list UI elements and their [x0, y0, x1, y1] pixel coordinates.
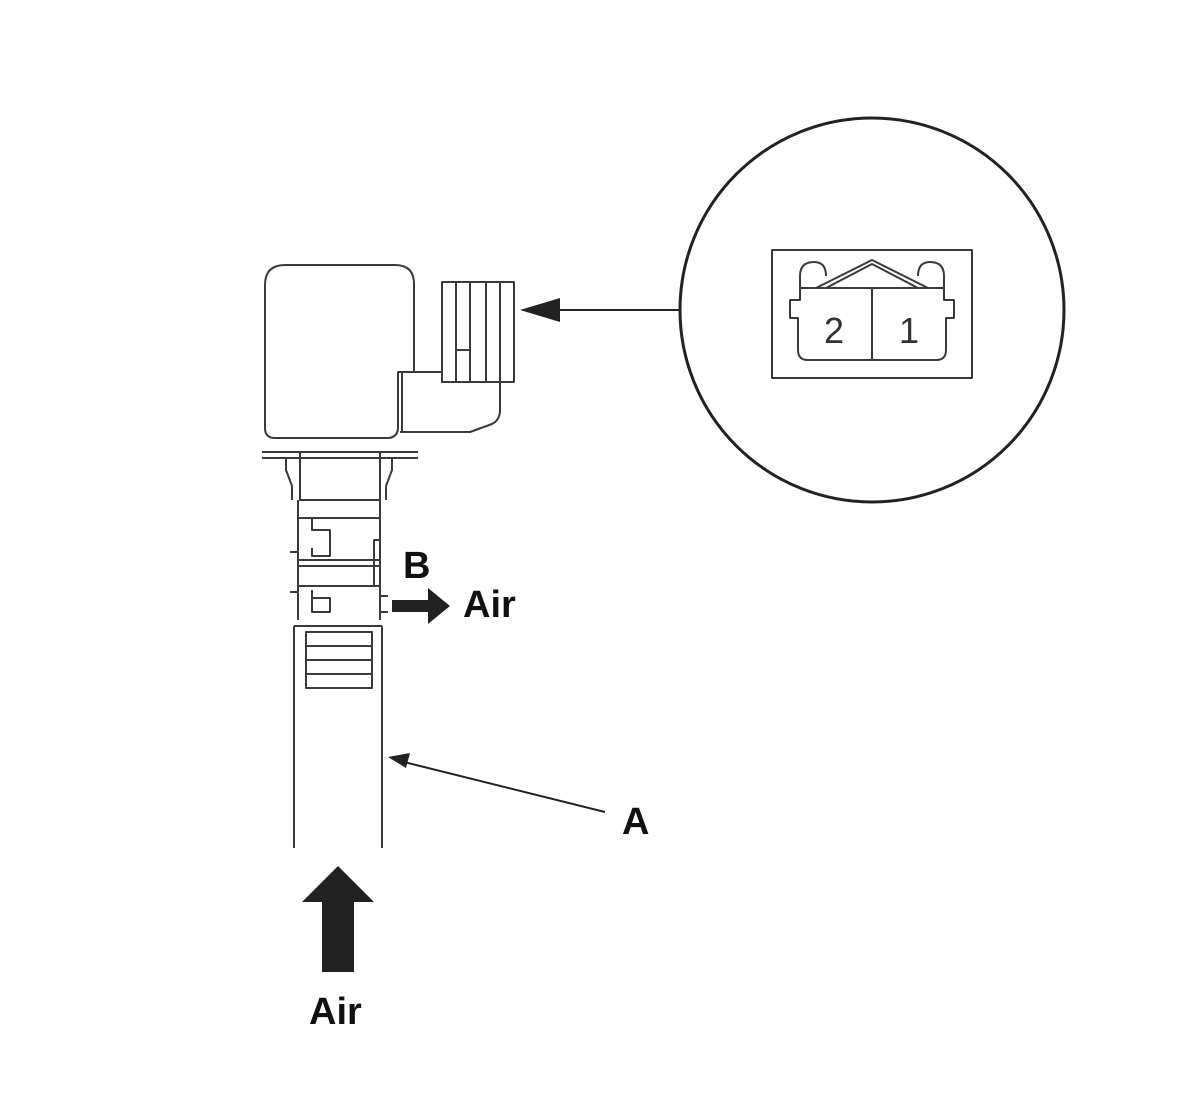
coil-housing — [264, 264, 415, 439]
connector-housing — [400, 281, 515, 433]
outlet-air-arrow — [392, 588, 450, 624]
solenoid-valve — [262, 264, 515, 848]
detail-leader-arrow — [520, 298, 680, 322]
valve-spool — [290, 500, 388, 620]
label-inlet-air: Air — [309, 991, 362, 1033]
leader-line-a — [388, 753, 606, 813]
connector-face — [771, 249, 973, 379]
pin-2-label: 2 — [824, 310, 844, 351]
label-a: A — [622, 801, 649, 843]
label-outlet-air: Air — [463, 584, 516, 626]
hose-a — [293, 625, 383, 848]
inlet-air-arrow — [302, 866, 374, 972]
mounting-flange — [262, 451, 418, 501]
pin-1-label: 1 — [899, 310, 919, 351]
label-b: B — [403, 545, 430, 587]
